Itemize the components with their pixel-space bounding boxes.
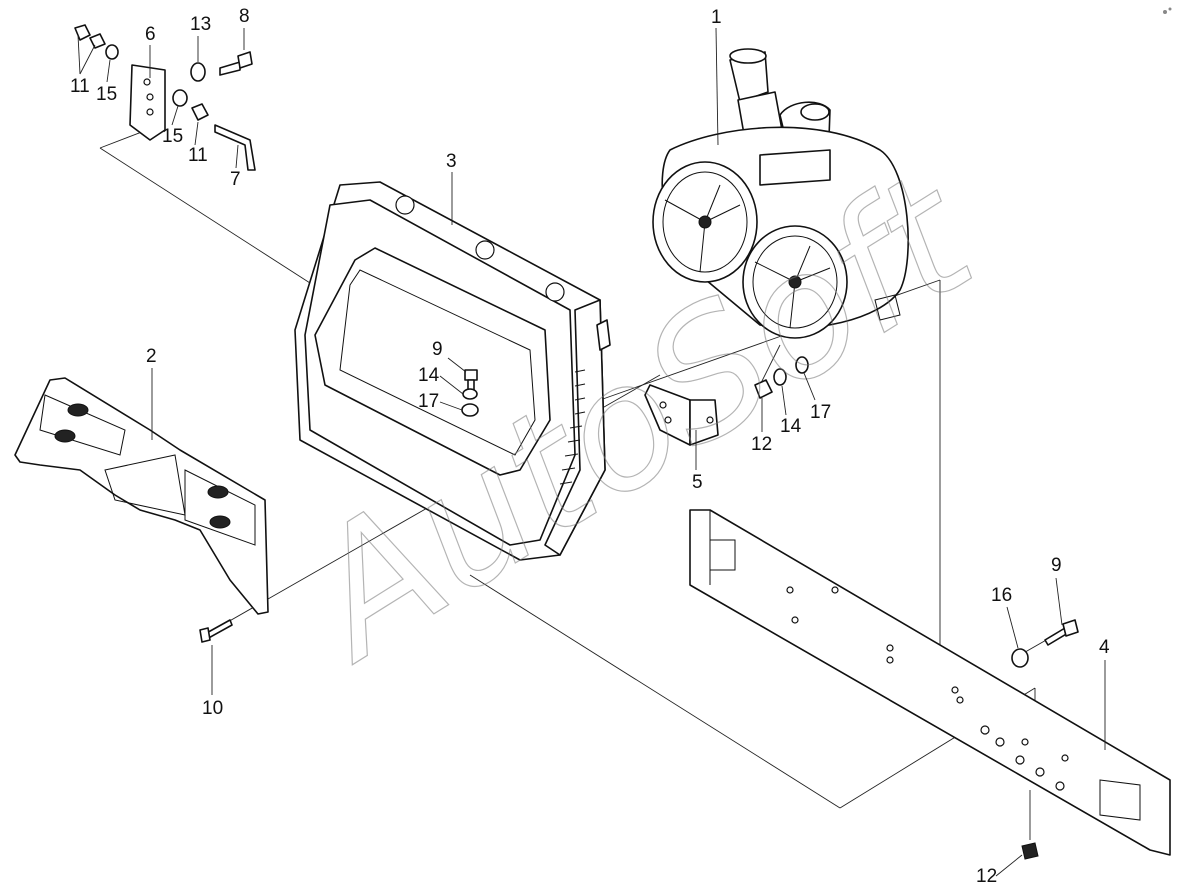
air-cleaner [652,48,909,339]
label-washer-16: 16 [991,585,1012,606]
frame-rail [689,509,1171,856]
label-washer-17-b: 17 [810,402,831,423]
label-nut-12-a: 12 [751,434,772,455]
bracket [644,384,719,446]
label-mount-plate: 6 [145,24,156,45]
callouts: 1 2 3 4 5 6 7 8 9 9 10 11 11 12 12 13 14… [70,6,1110,887]
label-washer-15-b: 15 [162,126,183,147]
label-nut-12-b: 12 [976,866,997,887]
label-screw: 10 [202,698,223,719]
label-washer-15-a: 15 [96,84,117,105]
label-stud: 7 [230,169,241,190]
stud [214,124,256,171]
fasteners [74,24,1079,860]
label-washer-17-a: 17 [418,391,439,412]
label-radiator-frame: 3 [446,151,457,172]
grille [14,377,269,615]
corner-mark [1163,7,1172,14]
callout-leaders [77,27,1106,877]
label-washer-13: 13 [190,14,211,35]
label-bolt-8: 8 [239,6,250,27]
label-frame-rail: 4 [1099,637,1110,658]
label-nut-11-b: 11 [188,145,208,166]
label-washer-14-a: 14 [418,365,440,386]
label-nut-11-a: 11 [70,76,90,97]
label-air-cleaner: 1 [711,7,722,28]
label-bracket: 5 [692,472,703,493]
radiator-frame [294,181,611,561]
mount-plate [129,64,166,141]
label-bolt-9-top: 9 [432,339,443,360]
label-washer-14-b: 14 [780,416,802,437]
label-bolt-9-right: 9 [1051,555,1062,576]
label-grille: 2 [146,346,157,367]
